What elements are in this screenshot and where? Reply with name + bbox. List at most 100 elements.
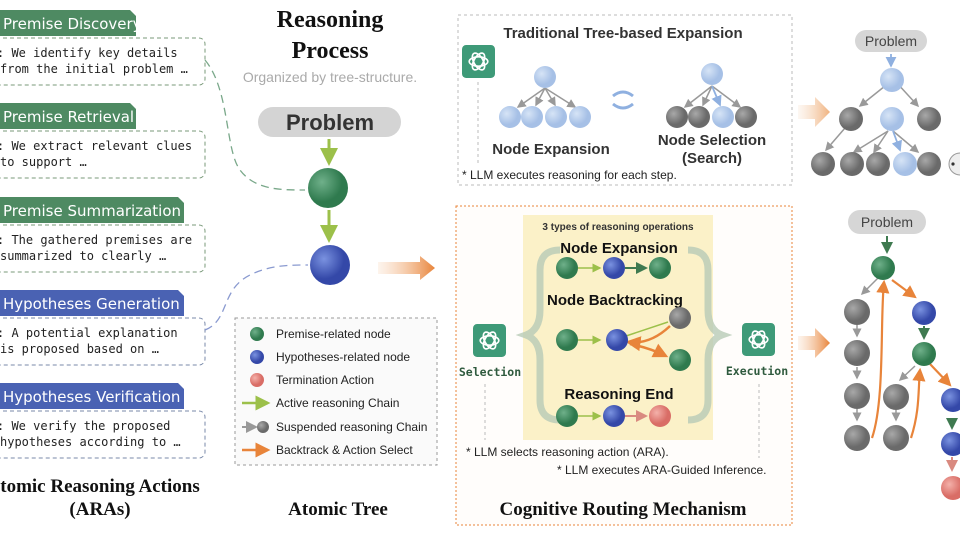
legend-label: Active reasoning Chain bbox=[276, 396, 399, 410]
traditional-title: Traditional Tree-based Expansion bbox=[503, 25, 742, 42]
gray-node bbox=[839, 107, 863, 131]
light-blue-node bbox=[880, 68, 904, 92]
suspended-node bbox=[844, 299, 870, 325]
light-blue-node bbox=[893, 152, 917, 176]
gray-node bbox=[735, 106, 757, 128]
gray-node bbox=[688, 106, 710, 128]
ara-premise-summarization: Premise Summarization : The gathered pre… bbox=[0, 197, 206, 273]
hypothesis-node bbox=[603, 257, 625, 279]
node-expansion-tree: Node Expansion bbox=[492, 66, 610, 158]
cycle-icon bbox=[612, 90, 634, 110]
ara-hypotheses-generation: Hypotheses Generation : A potential expl… bbox=[0, 290, 206, 366]
atomic-tree-section: Reasoning Process Organized by tree-stru… bbox=[204, 7, 438, 520]
selection-label: Selection bbox=[459, 365, 521, 379]
suspended-node bbox=[883, 384, 909, 410]
ara-title: Premise Retrieval bbox=[3, 108, 134, 126]
ara-desc: from the initial problem … bbox=[0, 62, 188, 76]
termination-node bbox=[649, 405, 671, 427]
suspended-node bbox=[669, 307, 691, 329]
gray-node bbox=[811, 152, 835, 176]
ara-caption: tomic Reasoning Actions bbox=[0, 476, 200, 497]
problem-pill bbox=[855, 30, 927, 52]
node-selection-label: (Search) bbox=[682, 150, 742, 167]
orange-flow-arrow bbox=[378, 256, 435, 280]
operations-panel-title: 3 types of reasoning operations bbox=[542, 222, 694, 233]
ara-hypotheses-verification: Hypotheses Verification : We verify the … bbox=[0, 383, 206, 459]
premise-node bbox=[669, 349, 691, 371]
node-selection-label: Node Selection bbox=[658, 132, 766, 149]
hypothesis-node bbox=[941, 388, 960, 412]
hypothesis-node bbox=[310, 245, 350, 285]
gray-node bbox=[666, 106, 688, 128]
ara-desc: hypotheses according to … bbox=[0, 435, 181, 449]
ara-desc-box bbox=[0, 317, 206, 366]
backtrack-arrow bbox=[625, 325, 671, 352]
problem-pill bbox=[258, 107, 401, 137]
dashed-link bbox=[204, 59, 306, 191]
gray-node bbox=[917, 152, 941, 176]
ara-desc: : We identify key details bbox=[0, 46, 178, 60]
premise-node bbox=[871, 256, 895, 280]
ara-header bbox=[0, 383, 184, 409]
gray-node-icon bbox=[257, 421, 269, 433]
ara-header bbox=[0, 197, 184, 223]
node-selection-tree: Node Selection (Search) bbox=[658, 63, 766, 167]
op-reasoning-end: Reasoning End bbox=[564, 386, 673, 403]
blue-node-icon bbox=[250, 350, 264, 364]
premise-node bbox=[912, 342, 936, 366]
ara-premise-retrieval: Premise Retrieval : We extract relevant … bbox=[0, 103, 206, 179]
light-blue-node bbox=[880, 107, 904, 131]
cognitive-routing: 3 types of reasoning operations Node Exp… bbox=[455, 205, 793, 526]
op-node-backtracking: Node Backtracking bbox=[547, 292, 683, 309]
light-blue-node bbox=[545, 106, 567, 128]
ara-title: Premise Discovery bbox=[3, 15, 142, 33]
ara-desc-box bbox=[0, 130, 206, 179]
gray-node bbox=[840, 152, 864, 176]
llm-execution-icon bbox=[742, 323, 775, 356]
problem-label: Problem bbox=[286, 110, 374, 135]
hypothesis-node bbox=[603, 405, 625, 427]
problem-pill bbox=[848, 210, 926, 234]
atomic-tree-caption: Atomic Tree bbox=[288, 499, 388, 520]
problem-label: Problem bbox=[865, 33, 917, 49]
ara-desc: to support … bbox=[0, 155, 87, 169]
legend-label: Termination Action bbox=[276, 373, 374, 387]
backtrack-arrow bbox=[629, 342, 669, 358]
light-blue-node bbox=[534, 66, 556, 88]
ara-desc-box bbox=[0, 224, 206, 273]
light-blue-node bbox=[521, 106, 543, 128]
ara-desc: : A potential explanation bbox=[0, 326, 178, 340]
routing-result-tree: Problem bbox=[798, 210, 960, 500]
ara-premise-discovery: Premise Discovery : We identify key deta… bbox=[0, 10, 206, 86]
llm-icon bbox=[462, 45, 495, 78]
ara-title: Hypotheses Verification bbox=[3, 388, 180, 406]
traditional-result-tree: Problem bbox=[798, 30, 960, 176]
ara-desc: : The gathered premises are bbox=[0, 233, 192, 247]
left-brace bbox=[515, 246, 561, 424]
orange-flow-arrow bbox=[798, 328, 830, 358]
ara-desc: is proposed based on … bbox=[0, 342, 159, 356]
hypothesis-node bbox=[941, 432, 960, 456]
ara-list: Premise Discovery : We identify key deta… bbox=[0, 10, 206, 520]
suspended-node bbox=[844, 340, 870, 366]
legend-label: Suspended reasoning Chain bbox=[276, 420, 427, 434]
right-brace bbox=[687, 246, 733, 424]
ara-desc: summarized to clearly … bbox=[0, 249, 166, 263]
legend: Premise-related node Hypotheses-related … bbox=[234, 317, 438, 466]
problem-label: Problem bbox=[861, 214, 913, 230]
termination-node bbox=[941, 476, 960, 500]
section-title: Process bbox=[292, 38, 369, 64]
gray-node bbox=[866, 152, 890, 176]
ara-header bbox=[0, 10, 136, 36]
execution-note: * LLM executes ARA-Guided Inference. bbox=[557, 463, 766, 477]
gray-node bbox=[917, 107, 941, 131]
legend-box bbox=[234, 317, 438, 466]
suspended-node bbox=[883, 425, 909, 451]
premise-node bbox=[556, 257, 578, 279]
green-node-icon bbox=[250, 327, 264, 341]
ara-desc-box bbox=[0, 410, 206, 459]
red-node-icon bbox=[250, 373, 264, 387]
premise-node bbox=[556, 329, 578, 351]
